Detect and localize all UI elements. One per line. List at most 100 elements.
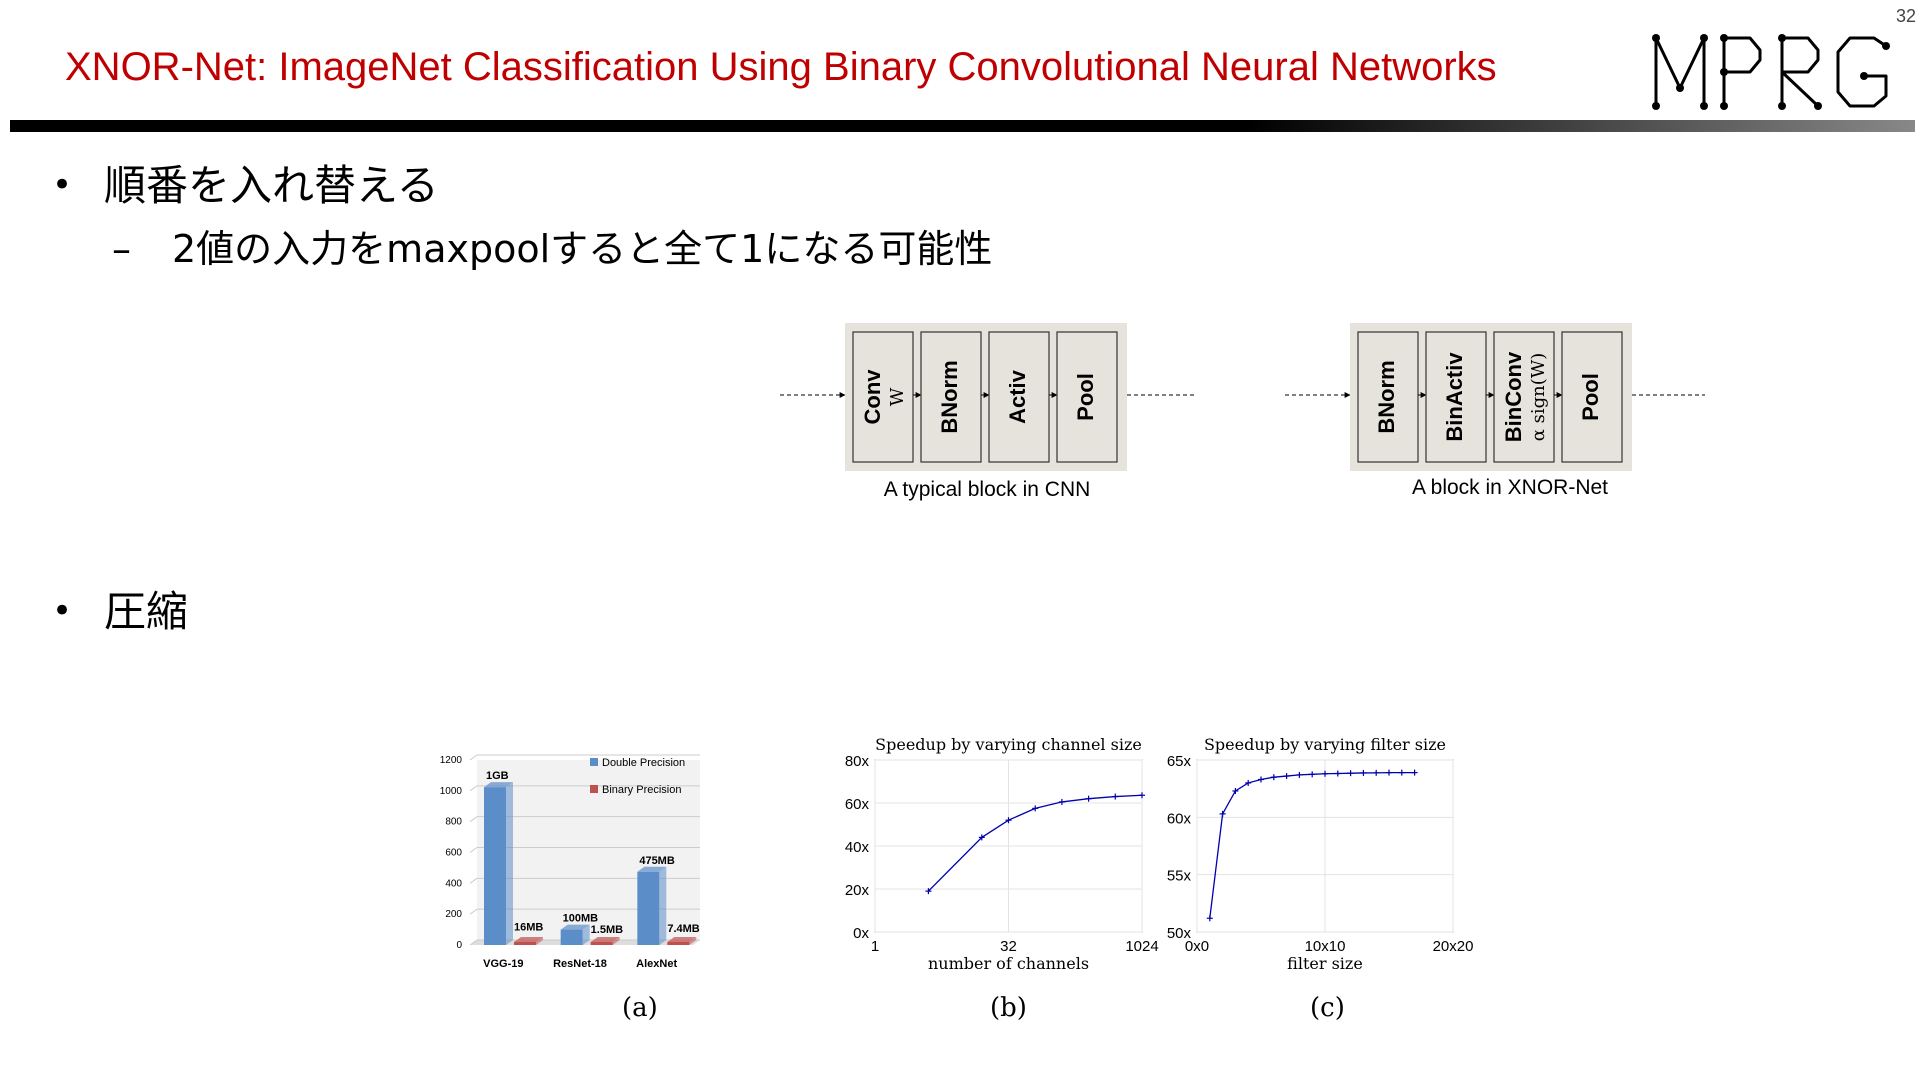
- data-point: [1112, 793, 1119, 800]
- bar-double-precision: [560, 924, 590, 945]
- xnor-layer-label: Pool: [1578, 373, 1603, 421]
- legend-label: Double Precision: [602, 757, 685, 769]
- chart-title: Speedup by varying channel size: [875, 735, 1142, 754]
- xnor-layer-label: BNorm: [1374, 360, 1399, 433]
- y-tick-label: 50x: [1167, 925, 1192, 942]
- bar-data-label: 7.4MB: [667, 923, 699, 935]
- y-tick-label: 60x: [845, 796, 870, 813]
- y-tick-label: 80x: [845, 753, 870, 770]
- chart-c-filter-speedup: Speedup by varying filter size50x55x60x6…: [1167, 735, 1474, 973]
- chart-title: Speedup by varying filter size: [1204, 735, 1446, 754]
- grid-line: [469, 908, 478, 915]
- cnn-layer-label: Conv: [860, 369, 885, 425]
- bullet-text: 順番を入れ替える: [104, 161, 439, 210]
- xnor-layer-bnorm: BNorm: [1357, 331, 1427, 463]
- x-axis-label: number of channels: [928, 954, 1089, 973]
- data-point: [1296, 771, 1303, 778]
- cnn-layer-sublabel: W: [887, 387, 908, 406]
- data-point: [1373, 769, 1380, 776]
- x-axis-label: filter size: [1287, 954, 1363, 973]
- bar-data-label: 16MB: [514, 922, 543, 934]
- data-point: [1005, 817, 1012, 824]
- data-point: [1270, 774, 1277, 781]
- x-tick-label: VGG-19: [483, 958, 523, 970]
- legend-label: Binary Precision: [602, 784, 681, 796]
- x-tick-label: ResNet-18: [553, 958, 607, 970]
- data-point: [1219, 810, 1226, 817]
- y-tick-label: 1200: [440, 755, 463, 766]
- bar-double-precision: [637, 866, 667, 945]
- cnn-block-caption: A typical block in CNN: [884, 478, 1091, 501]
- sub-bullet-text: 2値の入力をmaxpoolすると全て1になる可能性: [172, 227, 993, 271]
- data-point: [1334, 770, 1341, 777]
- grid-line: [469, 877, 478, 884]
- bar-double-precision: [484, 782, 513, 945]
- grid-line: [469, 847, 478, 853]
- panel-label-c: (c): [1310, 993, 1345, 1023]
- x-tick-label: 20x20: [1433, 938, 1474, 955]
- x-tick-label: 1024: [1125, 938, 1158, 955]
- legend-swatch: [590, 758, 598, 766]
- data-point: [1206, 915, 1213, 922]
- bar-binary-precision: [514, 937, 543, 945]
- cnn-layer-label: Pool: [1073, 373, 1098, 421]
- cnn-block: [780, 323, 1195, 471]
- x-tick-label: 0x0: [1185, 938, 1209, 955]
- xnor-layer-label: BinActiv: [1442, 352, 1467, 442]
- x-tick-label: 32: [1000, 938, 1017, 955]
- bar-data-label: 1GB: [486, 770, 509, 782]
- y-tick-label: 60x: [1167, 810, 1192, 827]
- bullet-text: 圧縮: [104, 587, 189, 636]
- block-diagram: A typical block in CNN A block in XNOR-N…: [780, 323, 1705, 501]
- xnor-block-caption: A block in XNOR-Net: [1412, 476, 1608, 499]
- bullet-item: •順番を入れ替える: [52, 161, 439, 210]
- series-line: [927, 794, 1143, 892]
- y-tick-label: 600: [445, 848, 462, 859]
- y-tick-label: 0x: [853, 925, 869, 942]
- page-number: 32: [1895, 6, 1916, 26]
- sub-bullet-item: –2値の入力をmaxpoolすると全て1になる可能性: [112, 227, 993, 271]
- cnn-layer-activ: Activ: [988, 331, 1058, 463]
- chart-b-channel-speedup: Speedup by varying channel size0x20x40x6…: [845, 735, 1159, 973]
- data-point: [925, 888, 932, 895]
- series-line: [1209, 771, 1415, 919]
- bar-data-label: 1.5MB: [591, 924, 623, 936]
- y-tick-label: 1000: [440, 786, 463, 797]
- y-tick-label: 400: [445, 878, 462, 889]
- y-tick-label: 40x: [845, 839, 870, 856]
- grid-line: [469, 754, 478, 761]
- data-point: [978, 834, 985, 841]
- x-tick-label: 10x10: [1305, 938, 1346, 955]
- data-point: [1347, 770, 1354, 777]
- data-point: [1258, 776, 1264, 783]
- xnor-layer-label: BinConv: [1501, 351, 1526, 442]
- data-point: [1232, 787, 1239, 794]
- y-tick-label: 65x: [1167, 753, 1192, 770]
- cnn-layer-label: Activ: [1005, 369, 1030, 424]
- grid-line: [469, 939, 478, 946]
- panel-label-a: (a): [622, 993, 658, 1023]
- cnn-layer-label: BNorm: [937, 360, 962, 433]
- data-point: [1386, 769, 1392, 776]
- grid-line: [469, 816, 478, 823]
- bullet-item: •圧縮: [52, 587, 189, 636]
- data-point: [1139, 792, 1145, 799]
- panel-label-b: (b): [990, 993, 1027, 1023]
- data-point: [1360, 769, 1367, 776]
- data-point: [1032, 805, 1039, 812]
- bar-data-label: 475MB: [639, 855, 675, 867]
- xnor-layer-pool: Pool: [1561, 331, 1623, 463]
- data-point: [1411, 769, 1418, 776]
- grid-line: [469, 785, 478, 792]
- y-tick-label: 200: [445, 909, 462, 920]
- xnor-layer-binactiv: BinActiv: [1425, 331, 1495, 463]
- y-tick-label: 0: [456, 940, 462, 951]
- chart-a-memory: 0200400600800100012001GB16MBVGG-19100MB1…: [440, 754, 700, 970]
- y-tick-label: 800: [445, 817, 462, 828]
- data-point: [1058, 798, 1065, 805]
- data-point: [1398, 769, 1405, 776]
- x-tick-label: 1: [871, 938, 879, 955]
- cnn-layer-pool: Pool: [1056, 331, 1118, 463]
